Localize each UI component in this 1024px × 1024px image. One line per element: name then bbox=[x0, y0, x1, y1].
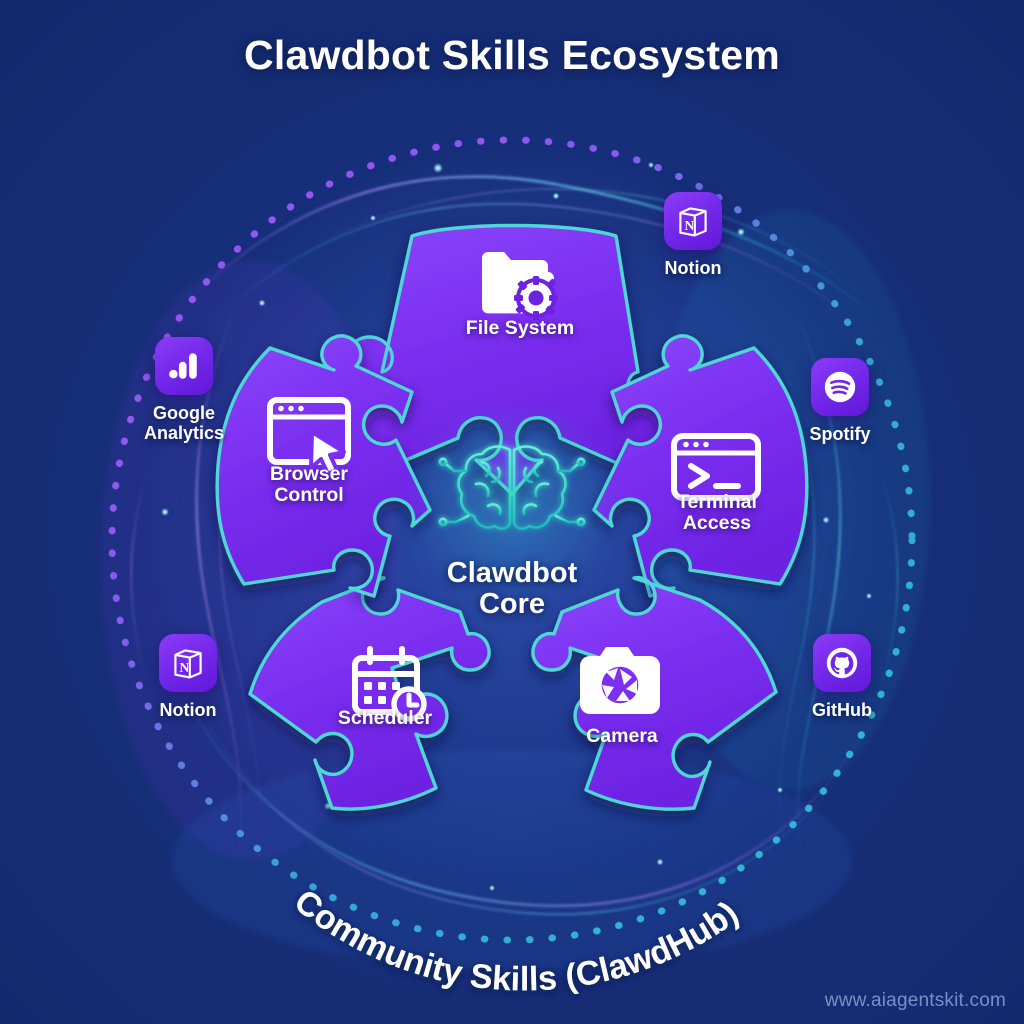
notion-icon: N bbox=[159, 634, 217, 692]
integration-label-line1: Google bbox=[153, 403, 215, 423]
watermark: www.aiagentskit.com bbox=[824, 990, 1006, 1011]
notion-icon: N bbox=[664, 192, 722, 250]
clawdbot-core[interactable]: Clawdbot Core bbox=[392, 424, 632, 621]
svg-text:N: N bbox=[179, 660, 189, 675]
integration-badge-spotify[interactable]: Spotify bbox=[780, 358, 900, 444]
integration-label: GitHub bbox=[812, 700, 872, 720]
core-label: Clawdbot Core bbox=[392, 557, 632, 621]
integration-label: Notion bbox=[664, 258, 722, 278]
integration-label: Notion bbox=[159, 700, 217, 720]
google-analytics-icon bbox=[155, 337, 213, 395]
folder-gear-icon bbox=[482, 252, 558, 320]
integration-label: Spotify bbox=[809, 424, 871, 444]
brain-circuit-icon bbox=[438, 426, 586, 550]
spotify-icon bbox=[811, 358, 869, 416]
calendar-clock-icon bbox=[352, 646, 427, 722]
integration-label: Google Analytics bbox=[124, 403, 244, 443]
browser-cursor-icon bbox=[267, 397, 351, 476]
skill-piece-terminal-access[interactable] bbox=[592, 334, 809, 598]
integration-badge-notion-top[interactable]: N Notion bbox=[633, 192, 753, 278]
core-label-line1: Clawdbot bbox=[446, 557, 578, 589]
github-icon bbox=[813, 634, 871, 692]
core-label-line2: Core bbox=[478, 588, 546, 621]
integration-badge-google-analytics[interactable]: Google Analytics bbox=[124, 337, 244, 443]
page-title: Clawdbot Skills Ecosystem bbox=[244, 32, 780, 78]
terminal-window-icon bbox=[671, 433, 761, 501]
integration-badge-github[interactable]: GitHub bbox=[782, 634, 902, 720]
svg-text:N: N bbox=[684, 218, 694, 233]
integration-badge-notion-bottom[interactable]: N Notion bbox=[128, 634, 248, 720]
integration-label-line2: Analytics bbox=[143, 423, 225, 444]
camera-icon bbox=[580, 647, 660, 714]
